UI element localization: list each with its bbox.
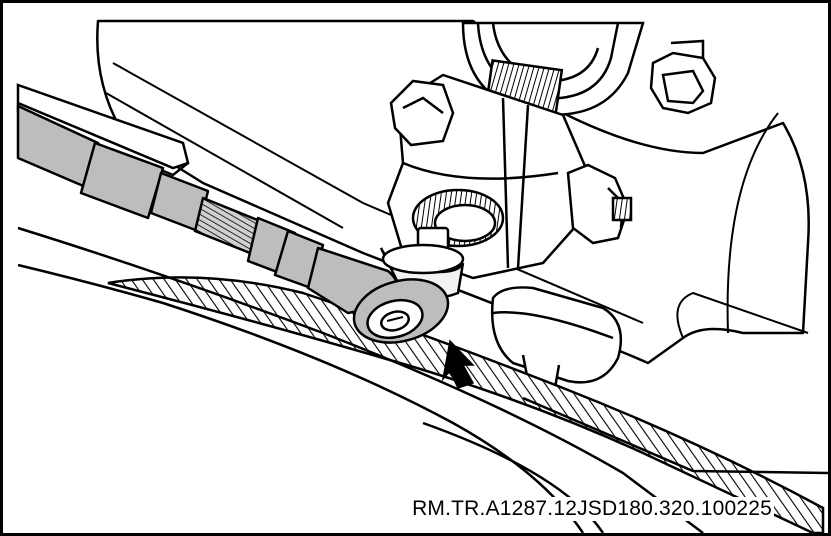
clamp-bolt-left (389, 79, 455, 147)
direction-arrow (441, 339, 475, 389)
clamp-bolt-right (566, 163, 633, 245)
linkage-drawing (16, 19, 828, 533)
hex-nut-upper-right (649, 39, 717, 115)
drawing-reference-code: RM.TR.A1287.12JSD180.320.100225 (410, 497, 774, 521)
lever-pivot-collar (411, 188, 505, 252)
rubber-mount (491, 286, 623, 390)
rod-end-eye (352, 278, 450, 344)
